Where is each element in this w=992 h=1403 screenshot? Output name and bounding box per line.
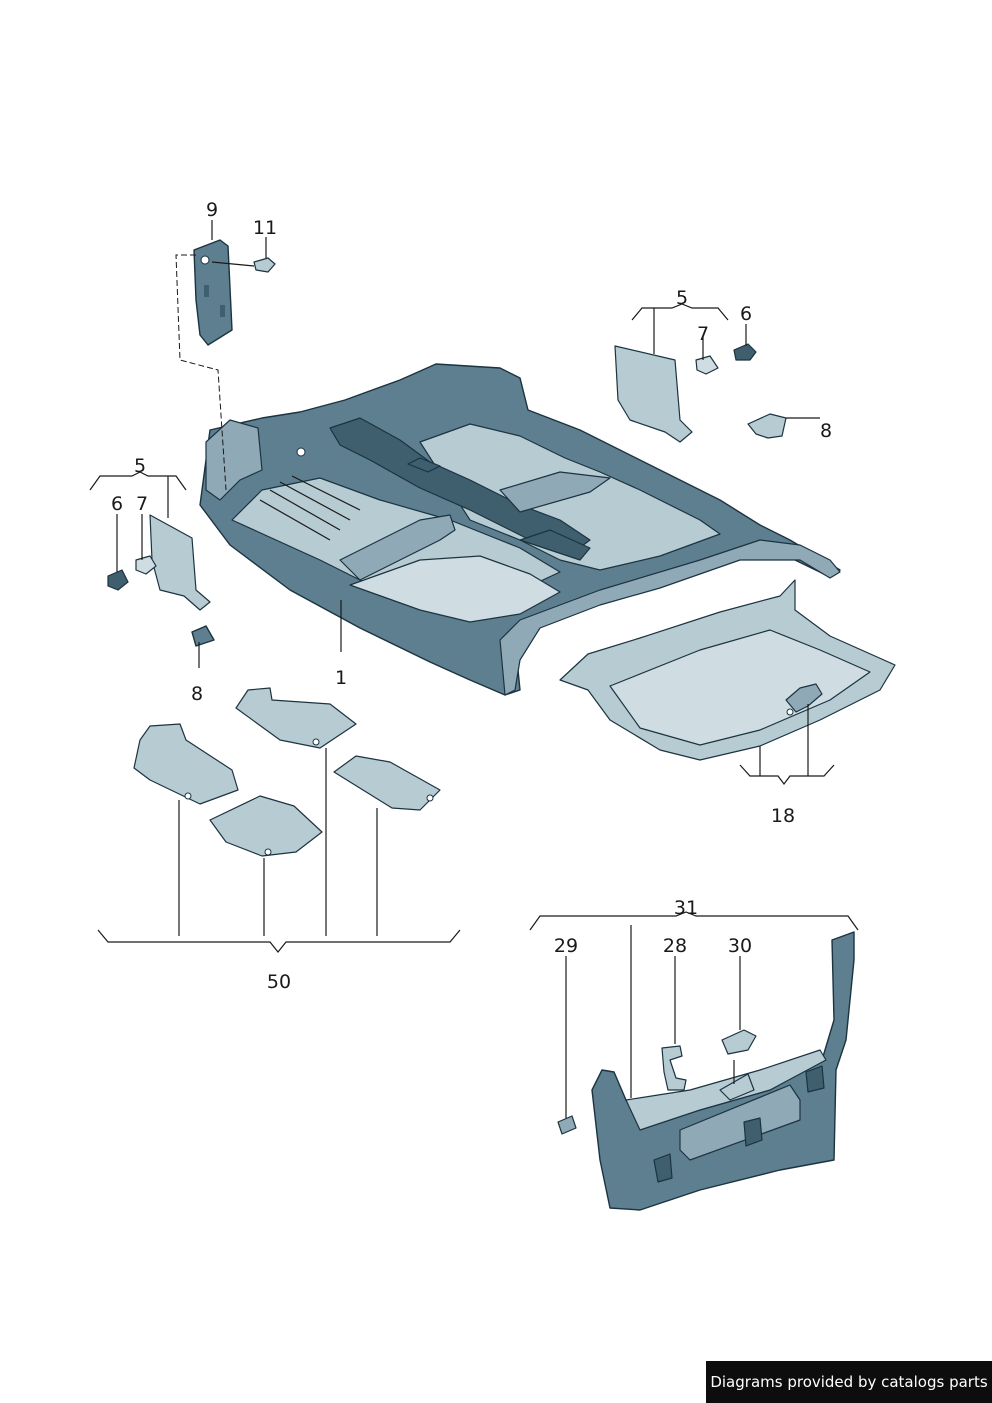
leader-lines [89,220,859,1118]
clip-right-7 [695,355,719,375]
clip-left-8 [191,625,215,647]
trim-panel-right [614,345,693,443]
bracket-part-9 [193,239,233,346]
clip-left-7 [135,555,157,575]
label-part-29: 29 [554,935,578,957]
label-part-5-right: 5 [676,287,688,309]
label-part-9: 9 [206,199,218,221]
label-part-5-left: 5 [134,455,146,477]
floor-mats-set [133,687,441,857]
strap-28 [661,1045,687,1091]
label-part-6-left: 6 [111,493,123,515]
clip-part-11 [211,257,276,273]
label-part-7-left: 7 [136,493,148,515]
footer-credit: Diagrams provided by catalogs parts [706,1361,992,1403]
lock-cover-30 [721,1029,757,1055]
latch-plate-center [719,1073,755,1101]
floor-carpet [199,363,841,696]
label-part-18: 18 [771,805,795,827]
label-part-1: 1 [335,667,347,689]
clip-29 [557,1115,577,1135]
label-part-50: 50 [267,971,291,993]
trim-panel-left [149,514,211,611]
luggage-compartment-mat [559,579,896,761]
dashed-guide [175,254,227,491]
label-part-8-left: 8 [191,683,203,705]
label-part-6-right: 6 [740,303,752,325]
label-part-8-right: 8 [820,420,832,442]
grommet-right-6 [733,343,757,361]
label-part-7-right: 7 [697,323,709,345]
label-part-31: 31 [674,897,698,919]
grommet-left-6 [107,569,129,591]
label-part-28: 28 [663,935,687,957]
clip-right-8 [747,413,787,439]
label-part-30: 30 [728,935,752,957]
label-part-11: 11 [253,217,277,239]
